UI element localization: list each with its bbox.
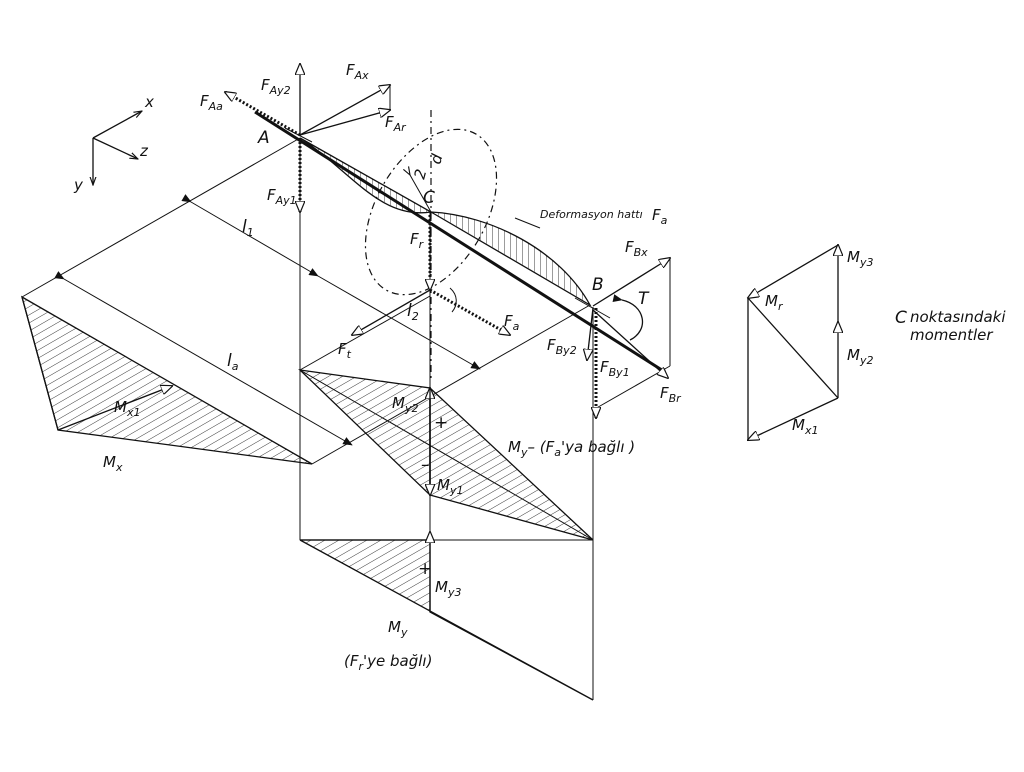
- torque-arrow: [612, 294, 644, 341]
- torque-label: T: [638, 289, 650, 309]
- bearing-b-forces: B FBx FBy2 FBy1 FBr T: [547, 238, 682, 418]
- l1-label: l1: [242, 217, 254, 239]
- caption: C noktasındaki momentler: [895, 308, 1006, 344]
- far-label: FAr: [385, 113, 407, 134]
- x-axis-label: x: [144, 93, 154, 111]
- l2-label: l2: [407, 301, 419, 323]
- fbx-label: FBx: [625, 238, 648, 259]
- y-axis-label: y: [73, 176, 84, 194]
- l1-dimension: [181, 194, 319, 277]
- half-label: 2: [410, 167, 430, 181]
- my-fa-negative-triangle: [298, 369, 431, 497]
- caption-line2: momentler: [910, 326, 993, 344]
- faa-label: FAa: [200, 92, 223, 113]
- gear-forces: C Fr Ft Fa: [338, 188, 520, 361]
- point-c-label: C: [423, 188, 435, 208]
- my-label: My: [388, 618, 408, 639]
- vec-my2-label: My2: [847, 346, 873, 367]
- my3-label: My3: [435, 578, 461, 599]
- fax-arrow: [299, 85, 390, 136]
- mr-vector: [748, 244, 839, 298]
- d-label: d: [426, 152, 446, 166]
- z-axis-arrow: [92, 137, 138, 159]
- deformation-line: Deformasyon hattı Fa: [299, 137, 668, 307]
- my2-label: My2: [392, 394, 418, 415]
- la-label: la: [227, 351, 239, 373]
- fby2-arrow: [587, 307, 594, 360]
- fax-label: FAx: [346, 61, 369, 82]
- fay2-label: FAy2: [261, 76, 291, 97]
- plus-sign-2: +: [418, 559, 432, 579]
- my-fr-moment-diagram: My3 + My (Fr'ye bağlı): [299, 532, 594, 701]
- fa-top-label: Fa: [652, 206, 668, 227]
- plus-sign: +: [434, 413, 448, 433]
- point-b-label: B: [592, 275, 604, 295]
- la-dimension: [54, 271, 353, 446]
- mr-label: Mr: [765, 292, 784, 313]
- fby1-label: FBy1: [600, 358, 630, 379]
- vec-my3-label: My3: [847, 248, 873, 269]
- my-fr-caption: (Fr'ye bağlı): [344, 652, 432, 673]
- point-a-label: A: [257, 128, 270, 148]
- fbx-arrow: [592, 258, 670, 307]
- my-fa-moment-diagram: My2 My1 + – My– (Fa'ya bağlı ): [298, 369, 635, 541]
- gear-pitch-circle: d 2: [364, 110, 498, 380]
- moment-vector-diagram: Mr My3 My2 Mx1: [748, 245, 873, 440]
- caption-letter: C: [895, 308, 907, 328]
- my-fa-label: My– (Fa'ya bağlı ): [508, 438, 635, 459]
- fbr-arrow: [592, 309, 668, 378]
- caption-line1: noktasındaki: [910, 308, 1006, 326]
- my-fr-triangle: [299, 539, 594, 701]
- vec-mx1-label: Mx1: [792, 416, 818, 437]
- deformation-label: Deformasyon hattı: [540, 208, 643, 221]
- mx-label: Mx: [103, 453, 123, 474]
- my1-label: My1: [437, 476, 463, 497]
- x-axis-arrow: [92, 111, 142, 139]
- mx-moment-diagram: Mx1 Mx: [20, 295, 313, 474]
- dimension-lines: l1 l2 la: [54, 194, 481, 446]
- fa-arrow: [429, 288, 510, 337]
- z-axis-label: z: [139, 142, 149, 160]
- minus-sign: –: [421, 455, 430, 475]
- mx1-vector: [748, 397, 839, 440]
- far-arrow: [299, 110, 390, 136]
- coordinate-axes: x z y: [73, 93, 154, 194]
- fbr-label: FBr: [660, 384, 682, 405]
- fay1-label: FAy1: [267, 186, 297, 207]
- my-fa-positive-triangle: [429, 386, 594, 541]
- bearing-a-forces: FAy2 FAx FAa FAr FAy1 A: [200, 61, 407, 212]
- shaft: [254, 110, 666, 374]
- fby2-label: FBy2: [547, 336, 577, 357]
- ft-arrow: [352, 289, 431, 335]
- fr-label: Fr: [410, 230, 425, 251]
- ft-label: Ft: [338, 340, 352, 361]
- faa-arrow: [225, 90, 301, 137]
- fa-label: Fa: [504, 312, 520, 333]
- mx-hatched-triangle: [20, 295, 313, 465]
